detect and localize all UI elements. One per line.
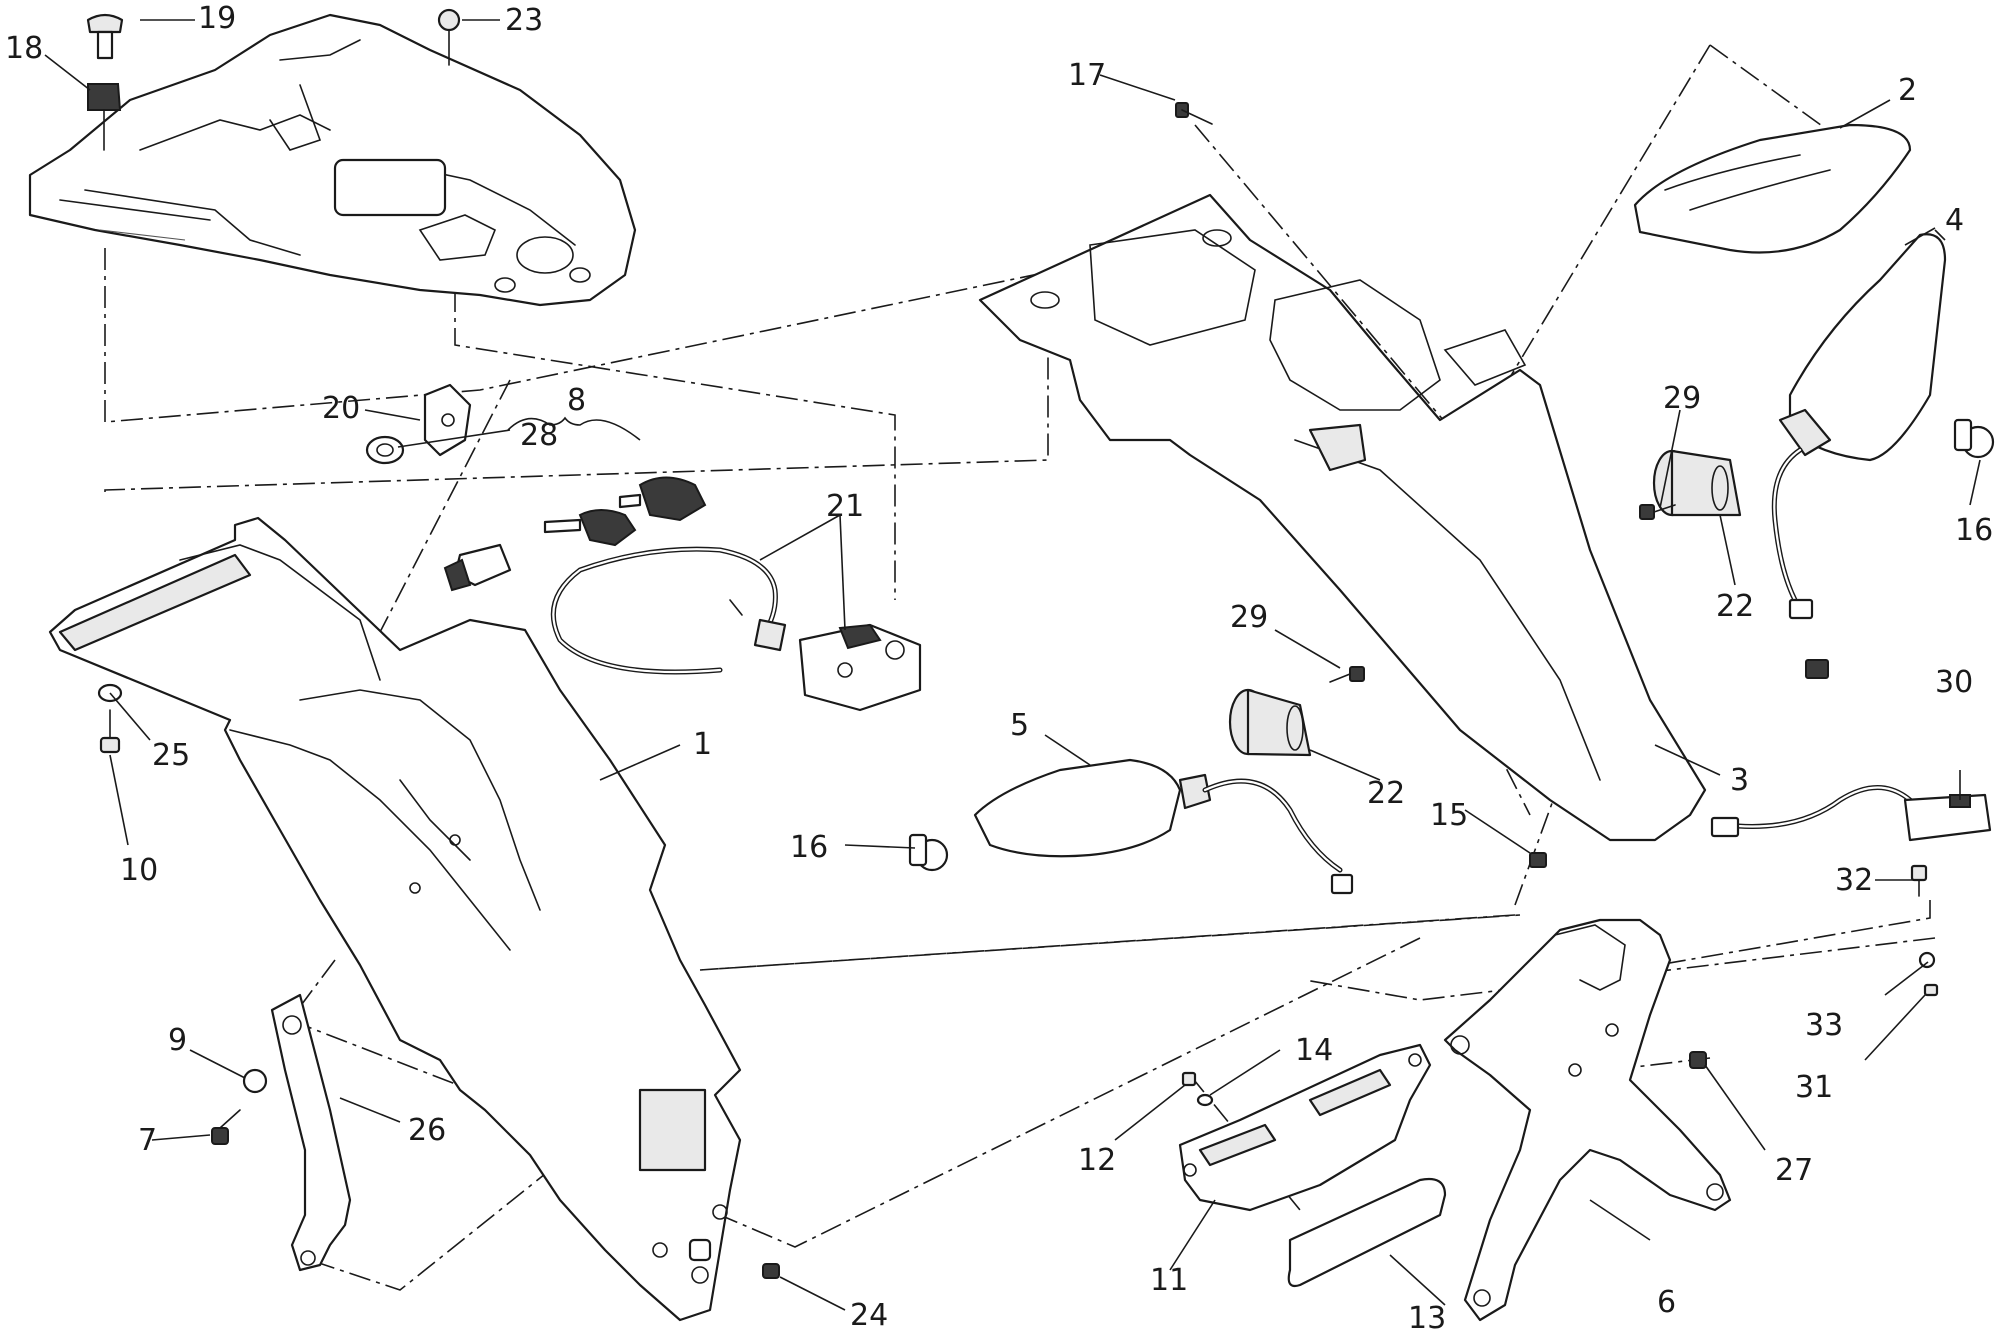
callout-31: 31: [1795, 1070, 1833, 1105]
callout-13: 13: [1408, 1301, 1446, 1335]
turn-signal-right-4: [1771, 233, 1947, 679]
license-bracket-6: [1443, 918, 1732, 1322]
callout-18: 18: [5, 31, 43, 66]
clip-20: [423, 383, 472, 457]
seat-latch-21: [798, 623, 922, 712]
screw-10: [99, 709, 121, 754]
undertray-1: [48, 516, 742, 1322]
callout-4: 4: [1945, 203, 1964, 238]
rear-carrier-plate: [28, 13, 637, 307]
bulb-16-right: [1953, 418, 1995, 459]
screw-7: [211, 1109, 241, 1145]
callout-27: 27: [1775, 1153, 1813, 1188]
screw-31: [1923, 983, 1939, 997]
license-lamp-30: [1710, 785, 1992, 842]
callout-14: 14: [1295, 1033, 1333, 1068]
callout-10: 10: [120, 853, 158, 888]
callout-26: 26: [408, 1113, 446, 1148]
callout-labels: 1 2 3 4 5 6 7 8 9 10 11 12 13 14 15 16 1…: [5, 1, 1993, 1335]
nut-18: [87, 83, 122, 151]
leader-lines: [44, 19, 1981, 1311]
screw-23: [437, 8, 461, 66]
bracket-26: [270, 993, 352, 1272]
nut-12: [1181, 1071, 1197, 1087]
callout-17: 17: [1068, 58, 1106, 93]
screw-27: [1689, 1051, 1707, 1069]
callout-20: 20: [322, 391, 360, 426]
callout-21: 21: [826, 489, 864, 524]
callout-19: 19: [198, 1, 236, 36]
washer-14: [1196, 1093, 1214, 1107]
callout-3: 3: [1730, 763, 1749, 798]
washer-28: [365, 435, 405, 465]
key-set-8: [443, 476, 707, 592]
grommet-22-right: [1652, 449, 1742, 517]
clip-15: [1529, 852, 1547, 868]
bulb-16-left: [908, 833, 949, 872]
callout-28: 28: [520, 418, 558, 453]
screw-17: [1175, 102, 1213, 125]
callout-12: 12: [1078, 1143, 1116, 1178]
callout-23: 23: [505, 3, 543, 38]
callout-22-right: 22: [1716, 589, 1754, 624]
callout-6: 6: [1657, 1285, 1676, 1320]
callout-29-right: 29: [1663, 381, 1701, 416]
callout-24: 24: [850, 1298, 888, 1333]
callout-32: 32: [1835, 863, 1873, 898]
callout-22-left: 22: [1367, 776, 1405, 811]
washer-9: [242, 1068, 268, 1094]
turn-signal-left-5: [973, 758, 1354, 895]
callout-16-right: 16: [1955, 513, 1993, 548]
screw-32: [1910, 864, 1928, 897]
screw-19: [86, 13, 124, 60]
callout-11: 11: [1150, 1263, 1188, 1298]
reflector-13: [1287, 1177, 1447, 1288]
callout-9: 9: [168, 1023, 187, 1058]
seat-release-cable-21: [550, 546, 787, 675]
grommet-22-left: [1228, 688, 1312, 757]
callout-30: 30: [1935, 665, 1973, 700]
callout-5: 5: [1010, 708, 1029, 743]
plate-holder-11: [1178, 1043, 1432, 1212]
screw-24: [762, 1263, 780, 1279]
callout-7: 7: [138, 1123, 157, 1158]
washer-33: [1918, 951, 1936, 969]
callout-15: 15: [1430, 798, 1468, 833]
tail-light-2: [1633, 123, 1912, 254]
callout-29-left: 29: [1230, 600, 1268, 635]
screw-29-right: [1639, 504, 1676, 520]
callout-25: 25: [152, 738, 190, 773]
callout-33: 33: [1805, 1008, 1843, 1043]
callout-8: 8: [567, 383, 586, 418]
callout-2: 2: [1898, 73, 1917, 108]
callout-16-left: 16: [790, 830, 828, 865]
screw-29-left: [1329, 666, 1365, 683]
callout-1: 1: [693, 727, 712, 762]
rear-mudguard-3: [978, 193, 1707, 842]
